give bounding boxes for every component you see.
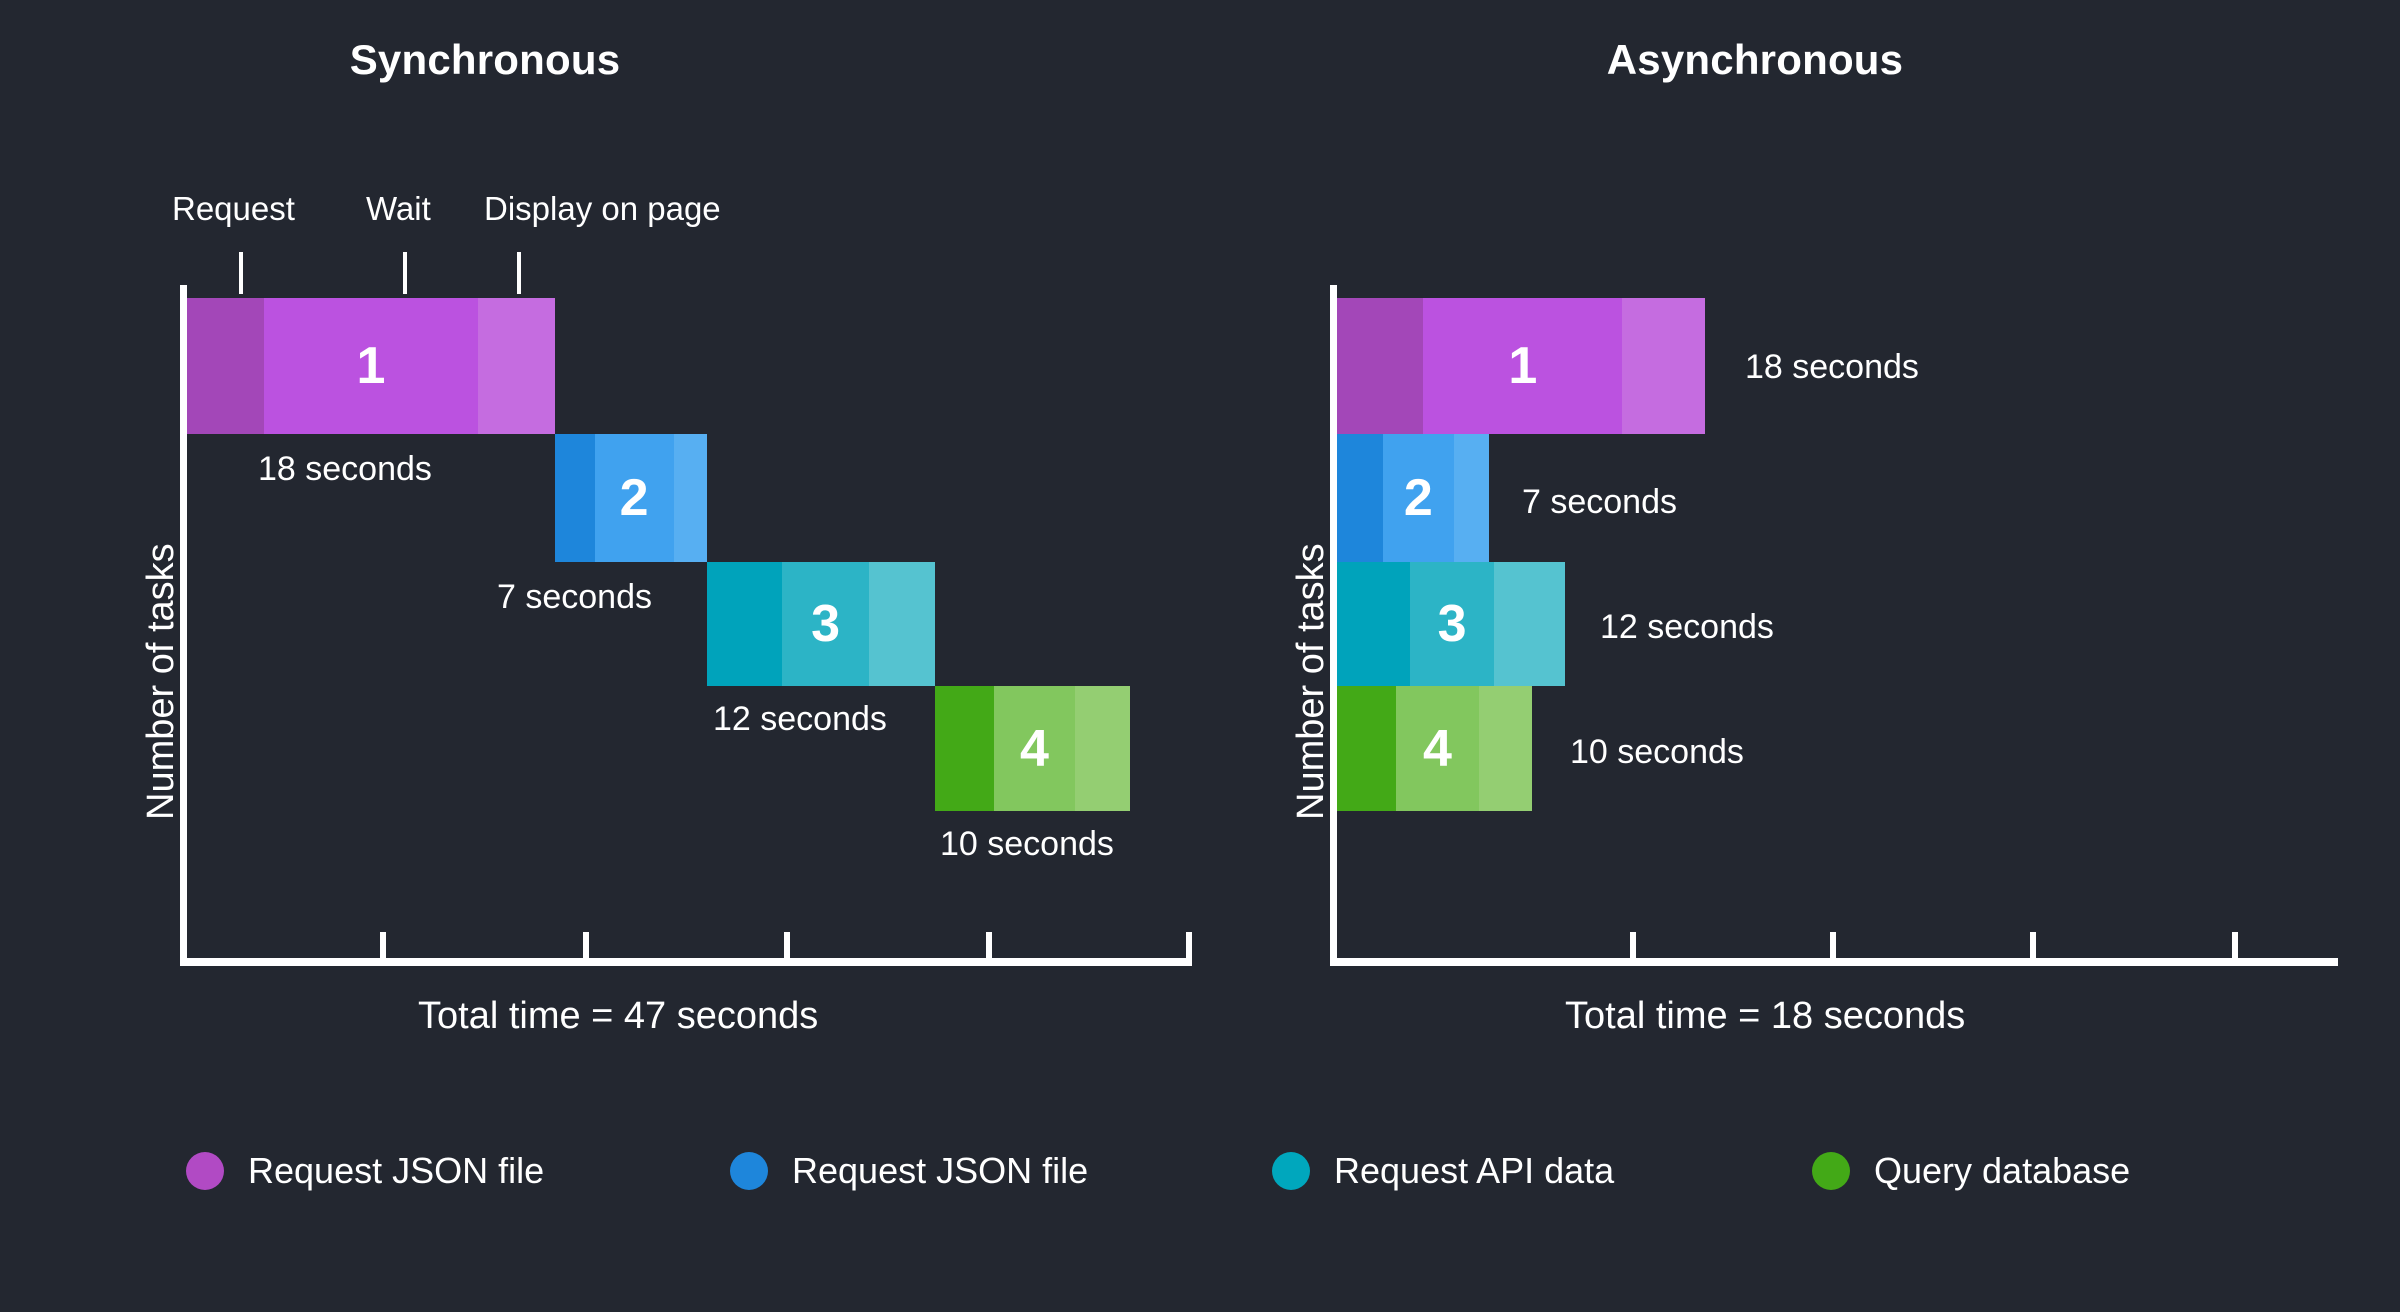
bar-number-1: 1 bbox=[356, 337, 386, 395]
bar-segment-wait: 4 bbox=[993, 686, 1076, 811]
legend-item-request-json-file-1[interactable]: Request JSON file bbox=[186, 1140, 544, 1202]
phase-tick-wait bbox=[403, 252, 407, 294]
x-tick-sync-3 bbox=[784, 932, 790, 958]
bar-caption-sync-3: 12 seconds bbox=[713, 700, 887, 738]
legend-label: Request API data bbox=[1334, 1150, 1615, 1191]
bar-segment-wait: 4 bbox=[1395, 686, 1480, 811]
bar-segment-wait: 3 bbox=[782, 562, 869, 686]
y-axis-label-async: Number of tasks bbox=[1290, 543, 1332, 820]
bar-sync-task-1: 1 bbox=[187, 298, 555, 434]
bar-segment-request bbox=[1337, 686, 1396, 811]
phase-label-wait: Wait bbox=[366, 190, 431, 227]
bar-segment-request bbox=[1337, 562, 1410, 686]
x-tick-async-1 bbox=[1630, 932, 1636, 958]
bar-segment-request bbox=[555, 434, 595, 562]
bar-segment-request bbox=[1337, 298, 1424, 434]
bar-caption-async-3: 12 seconds bbox=[1600, 608, 1774, 646]
bar-async-task-4: 4 bbox=[1337, 686, 1532, 811]
bar-number-2: 2 bbox=[619, 469, 649, 527]
bar-segment-request bbox=[935, 686, 994, 811]
legend-item-request-json-file-2[interactable]: Request JSON file bbox=[730, 1140, 1088, 1202]
bar-sync-task-3: 3 bbox=[707, 562, 935, 686]
bar-segment-request bbox=[187, 298, 265, 434]
bar-segment-wait: 1 bbox=[1423, 298, 1623, 434]
bar-caption-async-4: 10 seconds bbox=[1570, 733, 1744, 771]
bar-number-4: 4 bbox=[1019, 719, 1049, 778]
phase-tick-request bbox=[239, 252, 243, 294]
bar-segment-display bbox=[868, 562, 935, 686]
legend-dot-icon bbox=[1812, 1152, 1850, 1190]
bar-segment-wait: 1 bbox=[264, 298, 478, 434]
bar-async-task-3: 3 bbox=[1337, 562, 1565, 686]
x-tick-sync-5 bbox=[1186, 932, 1192, 958]
x-axis-label-async: Total time = 18 seconds bbox=[1565, 995, 1966, 1037]
x-tick-async-4 bbox=[2232, 932, 2238, 958]
bar-segment-request bbox=[707, 562, 783, 686]
bar-number-1: 1 bbox=[1508, 337, 1538, 395]
y-axis-label-sync: Number of tasks bbox=[140, 543, 182, 820]
bar-segment-display bbox=[1454, 434, 1489, 562]
bar-caption-sync-1: 18 seconds bbox=[258, 450, 432, 488]
phase-tick-display bbox=[517, 252, 521, 294]
x-tick-async-2 bbox=[1830, 932, 1836, 958]
bar-segment-display bbox=[477, 298, 555, 434]
x-tick-async-3 bbox=[2030, 932, 2036, 958]
bar-async-task-2: 2 bbox=[1337, 434, 1489, 562]
bar-segment-wait: 2 bbox=[1382, 434, 1455, 562]
bar-segment-display bbox=[1075, 686, 1130, 811]
bar-segment-wait: 2 bbox=[594, 434, 674, 562]
legend-item-request-api-data[interactable]: Request API data bbox=[1272, 1140, 1614, 1202]
panel-title-synchronous: Synchronous bbox=[349, 36, 621, 83]
bar-caption-async-2: 7 seconds bbox=[1522, 483, 1677, 521]
bar-number-3: 3 bbox=[1437, 595, 1467, 653]
phase-label-request: Request bbox=[172, 190, 295, 227]
legend-item-query-database[interactable]: Query database bbox=[1812, 1140, 2130, 1202]
y-axis-sync bbox=[180, 285, 187, 965]
legend-label: Request JSON file bbox=[248, 1150, 545, 1191]
legend-dot-icon bbox=[730, 1152, 768, 1190]
x-tick-sync-2 bbox=[583, 932, 589, 958]
synchronous-panel: Synchronous Request Wait Display on page… bbox=[140, 36, 1192, 1037]
x-axis-async bbox=[1330, 958, 2338, 966]
x-axis-label-sync: Total time = 47 seconds bbox=[418, 995, 819, 1037]
bar-segment-display bbox=[673, 434, 707, 562]
y-axis-async bbox=[1330, 285, 1337, 965]
legend-label: Request JSON file bbox=[792, 1150, 1089, 1191]
bar-async-task-1: 1 bbox=[1337, 298, 1705, 434]
bar-caption-async-1: 18 seconds bbox=[1745, 348, 1919, 386]
bar-segment-request bbox=[1337, 434, 1383, 562]
asynchronous-panel: Asynchronous Number of tasks Total time … bbox=[1230, 0, 2400, 1312]
legend-dot-icon bbox=[186, 1152, 224, 1190]
legend-dot-icon bbox=[1272, 1152, 1310, 1190]
legend-label: Query database bbox=[1874, 1150, 2131, 1191]
bar-caption-sync-4: 10 seconds bbox=[940, 825, 1114, 863]
bar-number-2: 2 bbox=[1403, 469, 1433, 527]
bar-segment-display bbox=[1494, 562, 1565, 686]
bar-caption-sync-2: 7 seconds bbox=[497, 578, 652, 616]
x-axis-sync bbox=[180, 958, 1192, 966]
bar-segment-display bbox=[1622, 298, 1705, 434]
bar-sync-task-2: 2 bbox=[555, 434, 707, 562]
x-tick-sync-1 bbox=[380, 932, 386, 958]
bar-number-3: 3 bbox=[811, 595, 840, 653]
panel-title-asynchronous: Asynchronous bbox=[1606, 36, 1904, 83]
x-tick-sync-4 bbox=[986, 932, 992, 958]
phase-label-display-on-page: Display on page bbox=[484, 190, 721, 227]
legend: Request JSON file Request JSON file Requ… bbox=[0, 1140, 2400, 1220]
bar-number-4: 4 bbox=[1422, 719, 1452, 778]
bar-segment-wait: 3 bbox=[1409, 562, 1495, 686]
bar-segment-display bbox=[1479, 686, 1532, 811]
bar-sync-task-4: 4 bbox=[935, 686, 1130, 811]
